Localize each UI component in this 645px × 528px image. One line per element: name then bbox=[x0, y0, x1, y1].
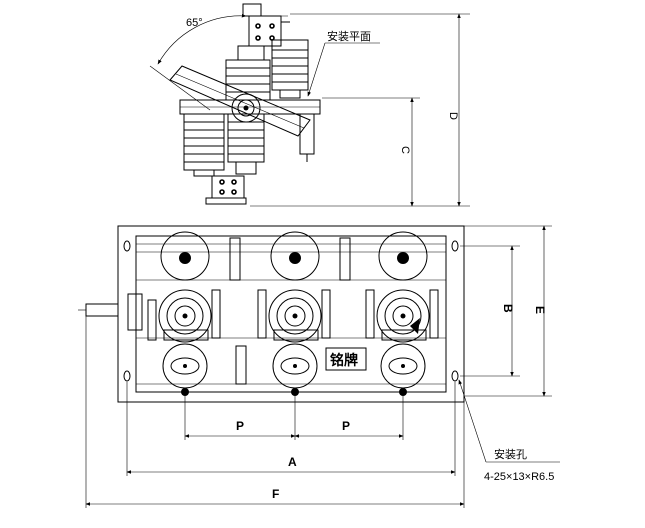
dimension-c-label: C bbox=[399, 146, 411, 154]
mounting-hole-label: 安装孔 bbox=[494, 447, 527, 461]
dimension-e-label: E bbox=[533, 306, 547, 314]
nameplate-box bbox=[325, 347, 367, 371]
middle-mechanism-3 bbox=[365, 289, 439, 343]
angle-label: 65° bbox=[186, 17, 203, 29]
upper-insulator-right bbox=[271, 39, 309, 99]
mounting-hole-spec: 4-25×13×R6.5 bbox=[484, 471, 554, 483]
dimension-p-left-label: P bbox=[236, 419, 244, 433]
mounting-bolts bbox=[181, 388, 407, 396]
upper-insulator-left bbox=[225, 45, 271, 101]
mounting-plane-label: 安装平面 bbox=[327, 29, 371, 43]
dimension-b-label: B bbox=[501, 304, 515, 313]
dimension-d-label: D bbox=[447, 112, 459, 120]
bottom-insulator-discs bbox=[162, 343, 426, 389]
lower-insulator-left bbox=[183, 113, 225, 177]
lower-insulator-center bbox=[227, 113, 265, 175]
middle-mechanism-2 bbox=[257, 289, 331, 343]
middle-mechanism-1 bbox=[147, 289, 221, 343]
dimension-a-label: A bbox=[288, 455, 297, 469]
dimension-p-right-label: P bbox=[342, 419, 350, 433]
top-insulator-discs bbox=[160, 231, 428, 281]
top-terminal-block bbox=[248, 15, 282, 47]
nameplate-label: 铭牌 bbox=[330, 352, 358, 369]
dimension-f-label: F bbox=[272, 487, 279, 501]
rotating-blade bbox=[169, 65, 311, 137]
mounting-hole-leader bbox=[458, 379, 487, 463]
front-frame bbox=[117, 225, 465, 403]
bottom-terminal-block bbox=[211, 175, 245, 199]
rotation-angle-arc bbox=[157, 13, 247, 65]
operating-shaft bbox=[85, 303, 119, 317]
side-view: 65° bbox=[149, 3, 470, 207]
front-view: 铭牌 P P A F B E bbox=[78, 225, 560, 508]
